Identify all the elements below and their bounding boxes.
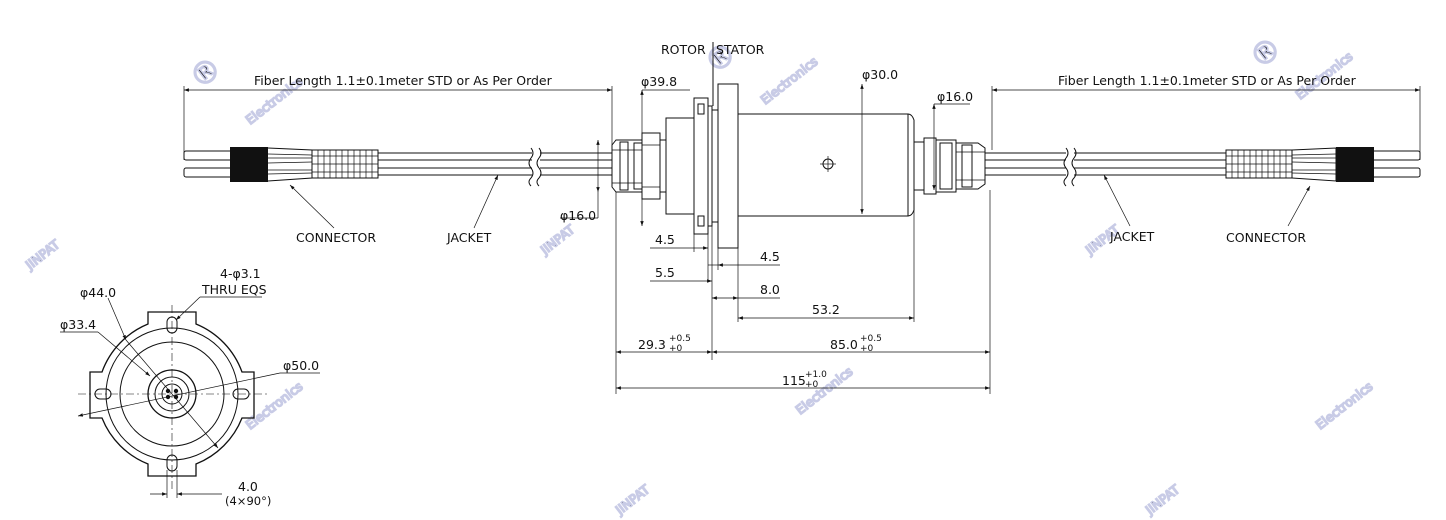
- thru-label: THRU EQS: [201, 282, 267, 297]
- stator-label: STATOR: [716, 42, 765, 57]
- svg-text:+0: +0: [860, 344, 874, 354]
- svg-text:+0.5: +0.5: [669, 334, 691, 344]
- dim-4-5-left: 4.5: [655, 232, 675, 247]
- dim-4-0-note: (4×90°): [225, 494, 271, 508]
- dim-5-5: 5.5: [655, 265, 675, 280]
- svg-text:Electronics: Electronics: [243, 379, 306, 433]
- bottom-dimensions: 4.5 5.5 4.5 8.0 53.2 29.3 +0.5 +0 85.0 +…: [615, 190, 991, 394]
- dim-phi-16-left: φ16.0: [560, 208, 596, 223]
- dim-phi-33-4: φ33.4: [60, 317, 96, 332]
- top-dimensions: ROTOR STATOR Fiber Length 1.1±0.1meter S…: [183, 42, 1421, 226]
- left-fiber-assembly: [183, 147, 612, 187]
- fiber-length-left-label: Fiber Length 1.1±0.1meter STD or As Per …: [254, 73, 553, 88]
- rotor-label: ROTOR: [661, 42, 706, 57]
- dim-phi-16-right: φ16.0: [937, 89, 973, 104]
- svg-text:+0: +0: [669, 344, 683, 354]
- dim-115: 115: [782, 373, 806, 388]
- svg-text:JINPAT: JINPAT: [22, 237, 63, 273]
- callouts: CONNECTOR JACKET JACKET CONNECTOR: [289, 174, 1311, 245]
- jacket-right-label: JACKET: [1109, 229, 1155, 244]
- svg-text:+0: +0: [805, 380, 819, 390]
- stator-assembly: [717, 83, 986, 249]
- holes-spec-label: 4-φ3.1: [220, 266, 261, 281]
- dim-53-2: 53.2: [812, 302, 840, 317]
- dim-phi-39-8: φ39.8: [641, 74, 677, 89]
- svg-text:+1.0: +1.0: [805, 370, 827, 380]
- rotor-assembly: [611, 97, 719, 235]
- dim-4-0: 4.0: [238, 479, 258, 494]
- dim-phi-50: φ50.0: [283, 358, 319, 373]
- dim-29-3: 29.3: [638, 337, 666, 352]
- jacket-left-label: JACKET: [446, 230, 492, 245]
- dim-85-0: 85.0: [830, 337, 858, 352]
- svg-text:+0.5: +0.5: [860, 334, 882, 344]
- dim-phi-44: φ44.0: [80, 285, 116, 300]
- svg-text:JINPAT: JINPAT: [612, 482, 653, 518]
- svg-text:®: ®: [1243, 30, 1288, 76]
- svg-text:Electronics: Electronics: [1313, 379, 1376, 433]
- svg-text:®: ®: [183, 50, 228, 96]
- connector-right-label: CONNECTOR: [1226, 230, 1306, 245]
- dim-8-0: 8.0: [760, 282, 780, 297]
- svg-text:JINPAT: JINPAT: [537, 222, 578, 258]
- dim-phi-30: φ30.0: [862, 67, 898, 82]
- right-fiber-assembly: [985, 147, 1421, 187]
- flange-end-view: φ44.0 φ33.4 φ50.0 4-φ3.1 THRU EQS 4.0 (4…: [60, 266, 320, 508]
- svg-text:Electronics: Electronics: [758, 54, 821, 108]
- fiber-length-right-label: Fiber Length 1.1±0.1meter STD or As Per …: [1058, 73, 1357, 88]
- svg-text:JINPAT: JINPAT: [1142, 482, 1183, 518]
- connector-left-label: CONNECTOR: [296, 230, 376, 245]
- dim-4-5-right: 4.5: [760, 249, 780, 264]
